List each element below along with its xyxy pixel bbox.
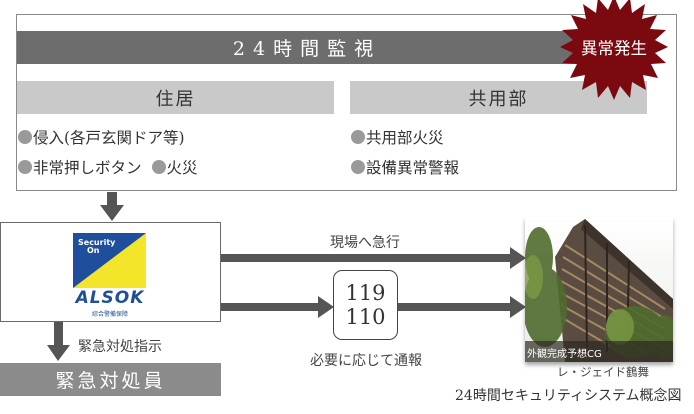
- arrow-down-icon: [100, 205, 124, 221]
- residence-row-2: 非常押しボタン 火災: [18, 156, 208, 178]
- instruction-label: 緊急対処指示: [78, 339, 162, 355]
- item-label: 共用部火災: [366, 129, 444, 147]
- list-item: 非常押しボタン: [18, 156, 142, 178]
- common-area-row-2: 設備異常警報: [351, 156, 469, 178]
- arrow-right-icon: [318, 296, 334, 318]
- figure-title: 24時間セキュリティシステム概念図: [455, 388, 682, 404]
- building-photo: [525, 217, 673, 362]
- bullet-icon: [18, 130, 32, 144]
- svg-text:Security: Security: [78, 238, 116, 247]
- emergency-responder-label: 緊急対処員: [55, 370, 166, 392]
- security-on-logo: Security On: [73, 233, 146, 288]
- arrow-right-icon: [510, 296, 526, 318]
- residence-row-1: 侵入(各戸玄関ドア等): [18, 126, 195, 148]
- photo-caption: 外観完成予想CG: [527, 349, 602, 360]
- report-label: 必要に応じて通報: [310, 353, 422, 369]
- item-label: 設備異常警報: [366, 159, 460, 177]
- arrow-right-icon: [510, 247, 526, 269]
- bullet-icon: [351, 130, 365, 144]
- starburst-icon: [560, 0, 668, 100]
- monitoring-title: 24時間監視: [232, 38, 382, 60]
- residence-header: 住居: [17, 81, 334, 114]
- alsok-brand: ALSOK: [75, 288, 145, 308]
- svg-text:On: On: [87, 246, 100, 255]
- arrow-down-icon: [47, 345, 70, 361]
- item-label: 侵入(各戸玄関ドア等): [33, 129, 185, 147]
- alert-badge: 異常発生: [560, 0, 668, 100]
- building-name: レ・ジェイド鶴舞: [557, 365, 649, 379]
- item-label: 非常押しボタン: [33, 159, 142, 177]
- list-item: 火災: [151, 156, 198, 178]
- item-label: 火災: [166, 159, 198, 177]
- monitoring-title-bar: 24時間監視: [17, 31, 617, 64]
- list-item: 侵入(各戸玄関ドア等): [18, 126, 185, 148]
- building-image: [525, 217, 673, 362]
- list-item: 設備異常警報: [351, 156, 459, 178]
- bullet-icon: [18, 160, 32, 174]
- arrow-down-shaft: [107, 192, 117, 206]
- alsok-subtitle: 綜合警備保障: [91, 311, 128, 318]
- list-item: 共用部火災: [351, 126, 444, 148]
- alert-badge-label: 異常発生: [581, 39, 647, 58]
- number-119: 119: [345, 281, 386, 305]
- rush-label: 現場へ急行: [330, 235, 400, 251]
- emergency-responder-bar: 緊急対処員: [0, 363, 221, 396]
- number-110: 110: [345, 305, 386, 329]
- bullet-icon: [151, 160, 166, 174]
- common-area-header-label: 共用部: [468, 88, 529, 110]
- alsok-box: Security On ALSOK 綜合警備保障: [0, 222, 221, 322]
- common-area-row-1: 共用部火災: [351, 126, 454, 148]
- emergency-numbers-box: 119 110: [333, 270, 398, 340]
- residence-header-label: 住居: [155, 88, 196, 110]
- bullet-icon: [351, 160, 365, 174]
